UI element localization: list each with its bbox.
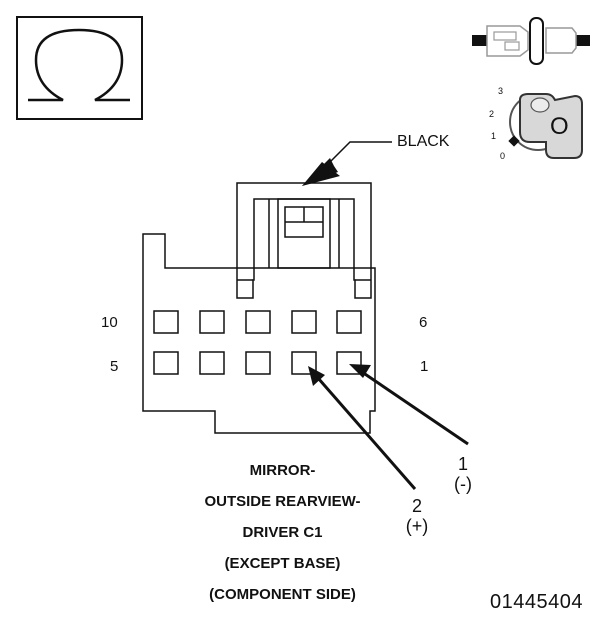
figure-id: 01445404 xyxy=(490,591,583,613)
pin-2-polarity: (+) xyxy=(405,516,429,536)
key-position-2: 2 xyxy=(489,109,495,119)
caption-line-4: (EXCEPT BASE) xyxy=(224,555,341,572)
ignition-key-icon xyxy=(508,93,583,159)
pin-cavities xyxy=(153,310,362,375)
cavity-9 xyxy=(199,310,225,334)
cavity-3 xyxy=(245,351,271,375)
pin-1-callout: 1 (-) xyxy=(443,454,483,494)
connector-color-label: BLACK xyxy=(397,133,450,150)
caption-line-3: DRIVER C1 xyxy=(242,524,323,541)
pin-arrows xyxy=(308,364,469,490)
connector-caption: MIRROR- OUTSIDE REARVIEW- DRIVER C1 (EXC… xyxy=(150,455,415,610)
cavity-6 xyxy=(336,310,362,334)
cavity-4 xyxy=(199,351,225,375)
caption-line-5: (COMPONENT SIDE) xyxy=(209,586,356,603)
key-label: O xyxy=(550,113,569,140)
cavity-10 xyxy=(153,310,179,334)
cavity-number-10: 10 xyxy=(101,314,118,331)
pin-2-arrowhead xyxy=(308,366,325,386)
fuse-icon xyxy=(472,17,590,65)
key-position-3: 3 xyxy=(498,86,504,96)
pin-2-number: 2 xyxy=(411,496,422,516)
cavity-number-1: 1 xyxy=(420,358,429,375)
caption-line-2: OUTSIDE REARVIEW- xyxy=(204,493,361,510)
cavity-number-5: 5 xyxy=(110,358,119,375)
connector-body xyxy=(142,182,376,434)
ohm-icon xyxy=(28,28,130,102)
cavity-number-6: 6 xyxy=(419,314,428,331)
cavity-8 xyxy=(245,310,271,334)
key-position-1: 1 xyxy=(491,131,497,141)
pin-1-arrow-line xyxy=(361,370,469,446)
pin-1-polarity: (-) xyxy=(454,474,472,494)
pin-1-arrowhead xyxy=(349,364,371,378)
cavity-7 xyxy=(291,310,317,334)
pin-2-callout: 2 (+) xyxy=(397,496,437,536)
caption-line-1: MIRROR- xyxy=(249,462,316,479)
pin-1-number: 1 xyxy=(457,454,468,474)
cavity-5 xyxy=(153,351,179,375)
ohm-symbol-box xyxy=(16,16,143,120)
pin-2-arrow-line xyxy=(316,377,417,490)
key-position-0: 0 xyxy=(500,151,506,161)
